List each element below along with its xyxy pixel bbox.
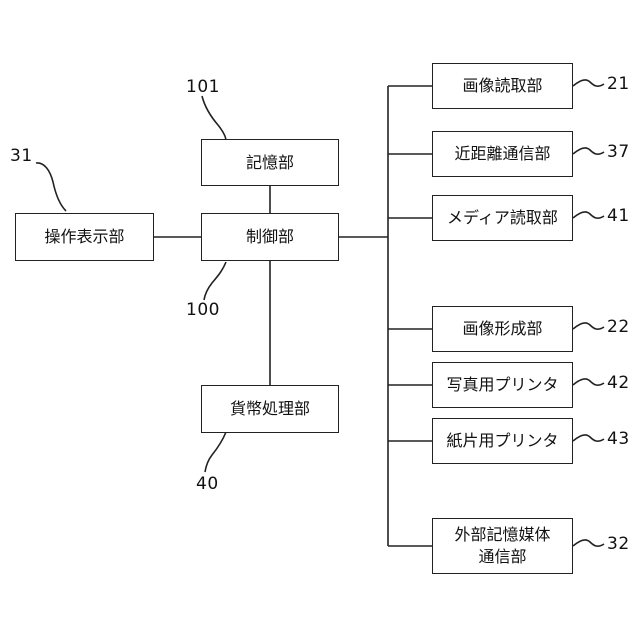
ref-101: 101 <box>186 77 220 97</box>
storage-label: 記憶部 <box>246 152 294 174</box>
ref-37: 37 <box>607 142 630 162</box>
leader-22 <box>573 323 604 329</box>
ref-41: 41 <box>607 206 630 226</box>
leader-21 <box>573 80 604 86</box>
ref-31: 31 <box>10 146 33 166</box>
ref-21: 21 <box>607 74 630 94</box>
slip-printer-block: 紙片用プリンタ <box>432 418 573 464</box>
leader-100 <box>204 262 226 300</box>
external-storage-label-line1: 外部記憶媒体 <box>454 524 550 546</box>
leader-40 <box>205 432 226 472</box>
photo-printer-block: 写真用プリンタ <box>432 362 573 408</box>
ref-100: 100 <box>186 300 220 320</box>
ref-32: 32 <box>607 534 630 554</box>
leader-32 <box>573 540 604 546</box>
leader-101 <box>202 96 226 141</box>
ref-22: 22 <box>607 317 630 337</box>
leader-42 <box>573 379 604 385</box>
nfc-block: 近距離通信部 <box>432 131 573 177</box>
ref-43: 43 <box>607 429 630 449</box>
currency-processing-label: 貨幣処理部 <box>230 398 310 420</box>
media-reading-label: メディア読取部 <box>447 207 558 229</box>
image-forming-block: 画像形成部 <box>432 306 573 352</box>
operation-display-block: 操作表示部 <box>15 213 154 261</box>
image-forming-label: 画像形成部 <box>462 318 542 340</box>
nfc-label: 近距離通信部 <box>454 143 550 165</box>
control-label: 制御部 <box>246 226 294 248</box>
leader-43 <box>573 435 604 441</box>
external-storage-block: 外部記憶媒体 通信部 <box>432 518 573 574</box>
image-reading-block: 画像読取部 <box>432 63 573 109</box>
external-storage-label-line2: 通信部 <box>478 546 526 568</box>
image-reading-label: 画像読取部 <box>462 75 542 97</box>
leader-41 <box>573 212 604 218</box>
currency-processing-block: 貨幣処理部 <box>201 385 339 433</box>
ref-42: 42 <box>607 373 630 393</box>
operation-display-label: 操作表示部 <box>44 226 124 248</box>
slip-printer-label: 紙片用プリンタ <box>446 430 558 452</box>
media-reading-block: メディア読取部 <box>432 195 573 241</box>
ref-40: 40 <box>196 474 219 494</box>
leader-37 <box>573 148 604 154</box>
photo-printer-label: 写真用プリンタ <box>446 374 558 396</box>
control-block: 制御部 <box>201 213 339 261</box>
storage-block: 記憶部 <box>201 139 339 186</box>
leader-31 <box>36 163 66 211</box>
